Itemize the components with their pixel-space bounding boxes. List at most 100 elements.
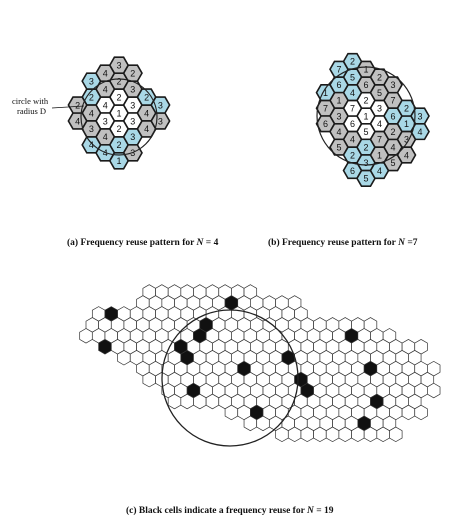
panel-b-cell-number: 5 [350, 72, 355, 82]
caption-c-text: (c) Black cells indicate a frequency reu… [126, 506, 307, 516]
panel-c-cell [389, 426, 403, 443]
panel-c-cell [205, 393, 220, 410]
panel-c-cell [338, 426, 352, 443]
panel-b-cell-number: 3 [336, 111, 341, 121]
panel-a-cell-number: 2 [116, 92, 121, 102]
caption-a: (a) Frequency reuse pattern for N = 4 [67, 238, 218, 248]
panel-b-cell [383, 76, 403, 94]
panel-c-cell [401, 404, 416, 421]
panel-c-cell [167, 393, 182, 410]
panel-b-cell-number: 5 [377, 88, 382, 98]
caption-b-var: N [398, 238, 405, 248]
panel-b-cell-number: 2 [377, 72, 382, 82]
panel-a-cell-number: 4 [89, 108, 94, 118]
panel-a-cell [108, 152, 130, 170]
panel-a-cell [108, 56, 130, 74]
panel-c-hex-diagram [79, 284, 441, 447]
panel-a-cell-number: 4 [144, 108, 149, 118]
panel-b-cell-number: 2 [390, 127, 395, 137]
panel-b-cell-number: 1 [377, 150, 382, 160]
circle-label-leader [51, 105, 85, 109]
panel-b-cell-number: 6 [336, 80, 341, 90]
panel-a-radius-circle [80, 78, 158, 156]
panel-a-cell-number: 4 [103, 100, 108, 110]
panel-c-cell [117, 349, 131, 366]
panel-b-hex-diagram: 1234567654721356721736144522371465452612… [315, 52, 430, 187]
panel-b-cell-number: 1 [336, 96, 341, 106]
panel-c-radius-circle [161, 309, 299, 447]
panel-b-cell-number: 2 [404, 104, 409, 114]
panel-b-cell [396, 146, 417, 164]
panel-c-cell [427, 382, 441, 399]
caption-c-var: N [307, 506, 314, 516]
panel-a-cell-number: 4 [103, 84, 108, 94]
caption-c: (c) Black cells indicate a frequency reu… [126, 506, 334, 516]
panel-b-cell-number: 1 [363, 65, 368, 75]
panel-a-cell-number: 2 [116, 124, 121, 134]
panel-b-cell-number: 3 [404, 135, 409, 145]
panel-b-cell-number: 4 [404, 150, 409, 160]
panel-b-cell-number: 6 [350, 166, 355, 176]
panel-c-cell [414, 404, 428, 421]
panel-b-cell-number: 5 [363, 127, 368, 137]
panel-a-cell-number: 2 [130, 68, 135, 78]
panel-c-cell [325, 426, 340, 443]
panel-b-cell-number: 3 [377, 104, 382, 114]
panel-c-cell [243, 415, 258, 432]
panel-c-cell [376, 426, 390, 443]
panel-b-cell-number: 6 [350, 119, 355, 129]
panel-a-cell-number: 3 [130, 132, 135, 142]
panel-a-cell-number: 2 [89, 92, 94, 102]
panel-b-radius-circle [316, 66, 416, 166]
panel-a-cell-number: 2 [144, 92, 149, 102]
panel-b-cell-number: 7 [336, 65, 341, 75]
panel-a-cell-number: 4 [75, 116, 80, 126]
panel-b-cell-number: 4 [336, 127, 341, 137]
panel-b-cell-number: 4 [350, 88, 355, 98]
panel-b-cell-number: 5 [363, 174, 368, 184]
panel-b-cell-number: 2 [350, 57, 355, 67]
panel-b-cell-number: 2 [350, 150, 355, 160]
panel-b-cell-number: 1 [323, 88, 328, 98]
panel-b-cell-number: 5 [336, 142, 341, 152]
panel-b-cell-number: 4 [390, 142, 395, 152]
panel-c-cell [275, 426, 289, 443]
panel-b-cell-number: 7 [377, 135, 382, 145]
panel-a-cell-number: 2 [116, 76, 121, 86]
panel-c-cell [79, 328, 93, 344]
panel-a-cell-number: 3 [158, 100, 163, 110]
panel-a-cell-number: 4 [103, 148, 108, 158]
panel-b-cell-number: 7 [350, 104, 355, 114]
panel-b-cell-number: 5 [390, 158, 395, 168]
panel-b-cell-number: 2 [363, 96, 368, 106]
panel-a-cell-number: 4 [103, 132, 108, 142]
panel-c-cell [224, 404, 239, 421]
panel-b-cell-number: 6 [363, 80, 368, 90]
caption-a-var: N [196, 238, 204, 248]
panel-b-cell-number: 3 [417, 111, 422, 121]
panel-b-cell [410, 122, 430, 141]
panel-b-cell-number: 2 [363, 142, 368, 152]
panel-a-cell-number: 3 [130, 100, 135, 110]
panel-b-cell-number: 6 [323, 119, 328, 129]
panel-a-cell-number: 1 [116, 108, 121, 118]
panel-c-cell [287, 426, 302, 443]
panel-b-cell-number: 4 [377, 166, 382, 176]
panel-a-cell-number: 3 [103, 116, 108, 126]
panel-c-cell [142, 371, 156, 388]
panel-b-cell-number: 4 [350, 135, 355, 145]
panel-b-cell-number: 1 [404, 119, 409, 129]
panel-c-cell [300, 426, 314, 443]
panel-c-black-cell [98, 339, 112, 355]
panel-c-cell [351, 426, 365, 443]
panel-a-cell-number: 4 [89, 140, 94, 150]
panel-b-cell-number: 3 [390, 80, 395, 90]
caption-b-text: (b) Frequency reuse pattern for [268, 238, 399, 248]
panel-c-cell [180, 393, 194, 410]
caption-b: (b) Frequency reuse pattern for N =7 [268, 238, 418, 248]
panel-b-cell-number: 1 [363, 111, 368, 121]
caption-a-value: = 4 [203, 238, 219, 248]
panel-a-cell-number: 3 [130, 84, 135, 94]
caption-c-value: = 19 [313, 506, 334, 516]
